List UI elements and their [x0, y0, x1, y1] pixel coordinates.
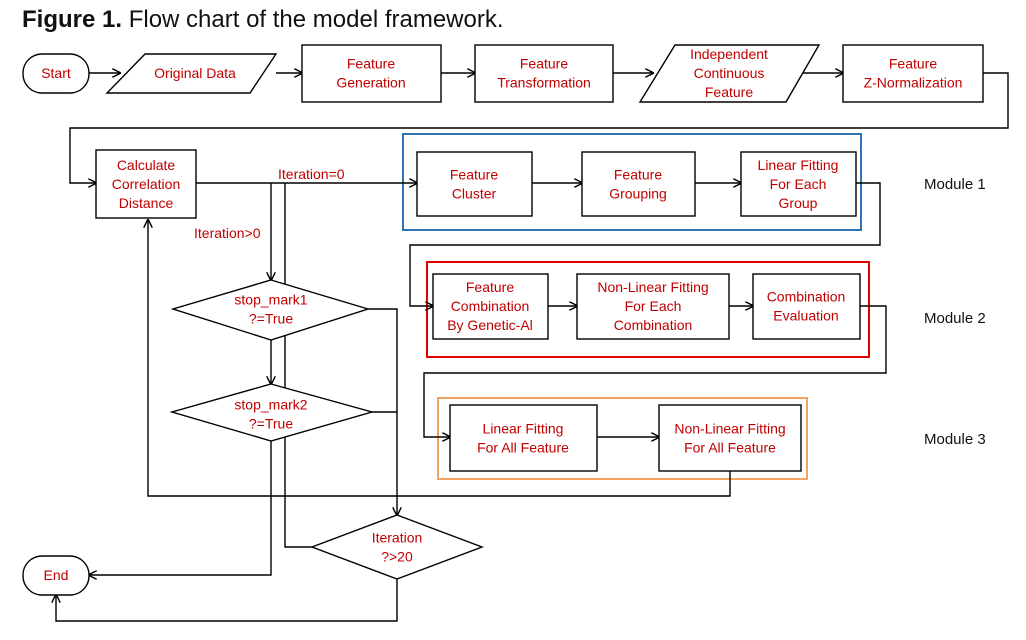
- original-data-label: Original Data: [154, 65, 236, 81]
- independent-continuous-feature-label-line: Feature: [705, 84, 753, 100]
- calculate-correlation-distance-label-line: Distance: [119, 195, 174, 211]
- nonlinear-fitting-all-label-line: Non-Linear Fitting: [674, 421, 785, 437]
- linear-fitting-each-group-label-line: For Each: [770, 176, 827, 192]
- end-label-line: End: [44, 567, 69, 583]
- edge-module1-module2: [409, 182, 881, 306]
- combination-evaluation-label-line: Evaluation: [773, 308, 838, 324]
- nonlinear-fitting-each-combination-box: [576, 273, 730, 340]
- feature-grouping-label-line: Feature: [614, 167, 662, 183]
- start-label-line: Start: [41, 65, 71, 81]
- edges: [56, 72, 1009, 622]
- original-data-label-line: Original Data: [154, 65, 236, 81]
- nonlinear-fitting-each-combination-label-line: Combination: [614, 317, 693, 333]
- figure-caption: Flow chart of the model framework.: [128, 6, 504, 33]
- edge-module3-loopback: [148, 220, 731, 497]
- linear-fitting-all-box: [449, 404, 598, 472]
- linear-fitting-each-group-box: [740, 151, 857, 217]
- feature-combination-label-line: By Genetic-Al: [447, 317, 533, 333]
- calculate-correlation-distance-box: [95, 149, 197, 219]
- iteration-check-label-line: ?>20: [381, 549, 413, 565]
- feature-generation-label-line: Generation: [336, 75, 405, 91]
- figure-label: Figure 1.: [22, 6, 123, 33]
- edge-iteration-end: [56, 579, 398, 622]
- feature-cluster-box: [416, 151, 533, 217]
- edge-module2-module3: [423, 305, 887, 437]
- stop-mark2-decision: [169, 383, 375, 442]
- feature-z-normalization-label-line: Feature: [889, 56, 937, 72]
- feature-z-normalization-label-line: Z-Normalization: [864, 75, 963, 91]
- end-terminal: [22, 555, 90, 596]
- stop-mark1-label-line: ?=True: [249, 311, 293, 327]
- edge-iteration-loop: [284, 183, 312, 548]
- feature-combination-label-line: Feature: [466, 279, 514, 295]
- original-data-shape: [105, 53, 278, 94]
- feature-combination-label-line: Combination: [451, 298, 530, 314]
- module3-frame: [437, 397, 808, 480]
- end-label: End: [44, 567, 69, 583]
- start-label: Start: [41, 65, 71, 81]
- module1-label: Module 1: [924, 176, 986, 193]
- feature-cluster-label-line: Feature: [450, 167, 498, 183]
- linear-fitting-all-label-line: For All Feature: [477, 440, 569, 456]
- stop-mark2-label: stop_mark2 ?=True: [234, 397, 307, 432]
- nonlinear-fitting-all-box: [658, 404, 802, 472]
- linear-fitting-each-group-label-line: Linear Fitting: [758, 157, 839, 173]
- module3-label: Module 3: [924, 431, 986, 448]
- figure-title: Figure 1. Flow chart of the model framew…: [22, 6, 504, 34]
- iteration-decision: [310, 514, 484, 580]
- edge-label-iteration-zero: Iteration=0: [278, 166, 345, 182]
- edge-znorm-calculate: [69, 72, 1009, 183]
- iteration-check-label: Iteration ?>20: [372, 530, 423, 565]
- nonlinear-fitting-all-label-line: For All Feature: [684, 440, 776, 456]
- feature-grouping-label-line: Grouping: [609, 186, 667, 202]
- independent-continuous-feature-label-line: Independent: [690, 46, 768, 62]
- feature-cluster-label-line: Cluster: [452, 186, 497, 202]
- edge-stop1-iteration: [368, 308, 397, 515]
- feature-grouping-box: [581, 151, 696, 217]
- independent-continuous-feature-shape: [638, 44, 821, 103]
- stop-mark2-label-line: stop_mark2: [234, 397, 307, 413]
- combination-evaluation-label-line: Combination: [767, 289, 846, 305]
- feature-transformation-box: [474, 44, 614, 103]
- stop-mark1-decision: [170, 279, 371, 341]
- independent-continuous-feature-label-line: Continuous: [694, 65, 765, 81]
- feature-combination-box: [432, 273, 549, 340]
- nonlinear-fitting-each-combination-label-line: For Each: [625, 298, 682, 314]
- stop-mark1-label: stop_mark1 ?=True: [234, 292, 307, 327]
- iteration-check-label-line: Iteration: [372, 530, 423, 546]
- feature-generation-label-line: Feature: [347, 56, 395, 72]
- nonlinear-fitting-each-combination-label-line: Non-Linear Fitting: [597, 279, 708, 295]
- module2-label: Module 2: [924, 310, 986, 327]
- feature-transformation-label-line: Transformation: [497, 75, 591, 91]
- edge-stop2-end: [89, 441, 272, 575]
- stop-mark1-label-line: stop_mark1: [234, 292, 307, 308]
- calculate-correlation-distance-label-line: Correlation: [112, 176, 180, 192]
- linear-fitting-each-group-label-line: Group: [779, 195, 818, 211]
- module1-frame: [402, 133, 862, 231]
- linear-fitting-all-label-line: Linear Fitting: [483, 421, 564, 437]
- calculate-correlation-distance-label-line: Calculate: [117, 157, 176, 173]
- start-terminal: [22, 53, 90, 94]
- edge-label-iteration-gt-zero: Iteration>0: [194, 225, 261, 241]
- combination-evaluation-box: [752, 273, 861, 340]
- feature-generation-box: [301, 44, 442, 103]
- feature-z-normalization-box: [842, 44, 984, 103]
- feature-transformation-label-line: Feature: [520, 56, 568, 72]
- stop-mark2-label-line: ?=True: [249, 416, 293, 432]
